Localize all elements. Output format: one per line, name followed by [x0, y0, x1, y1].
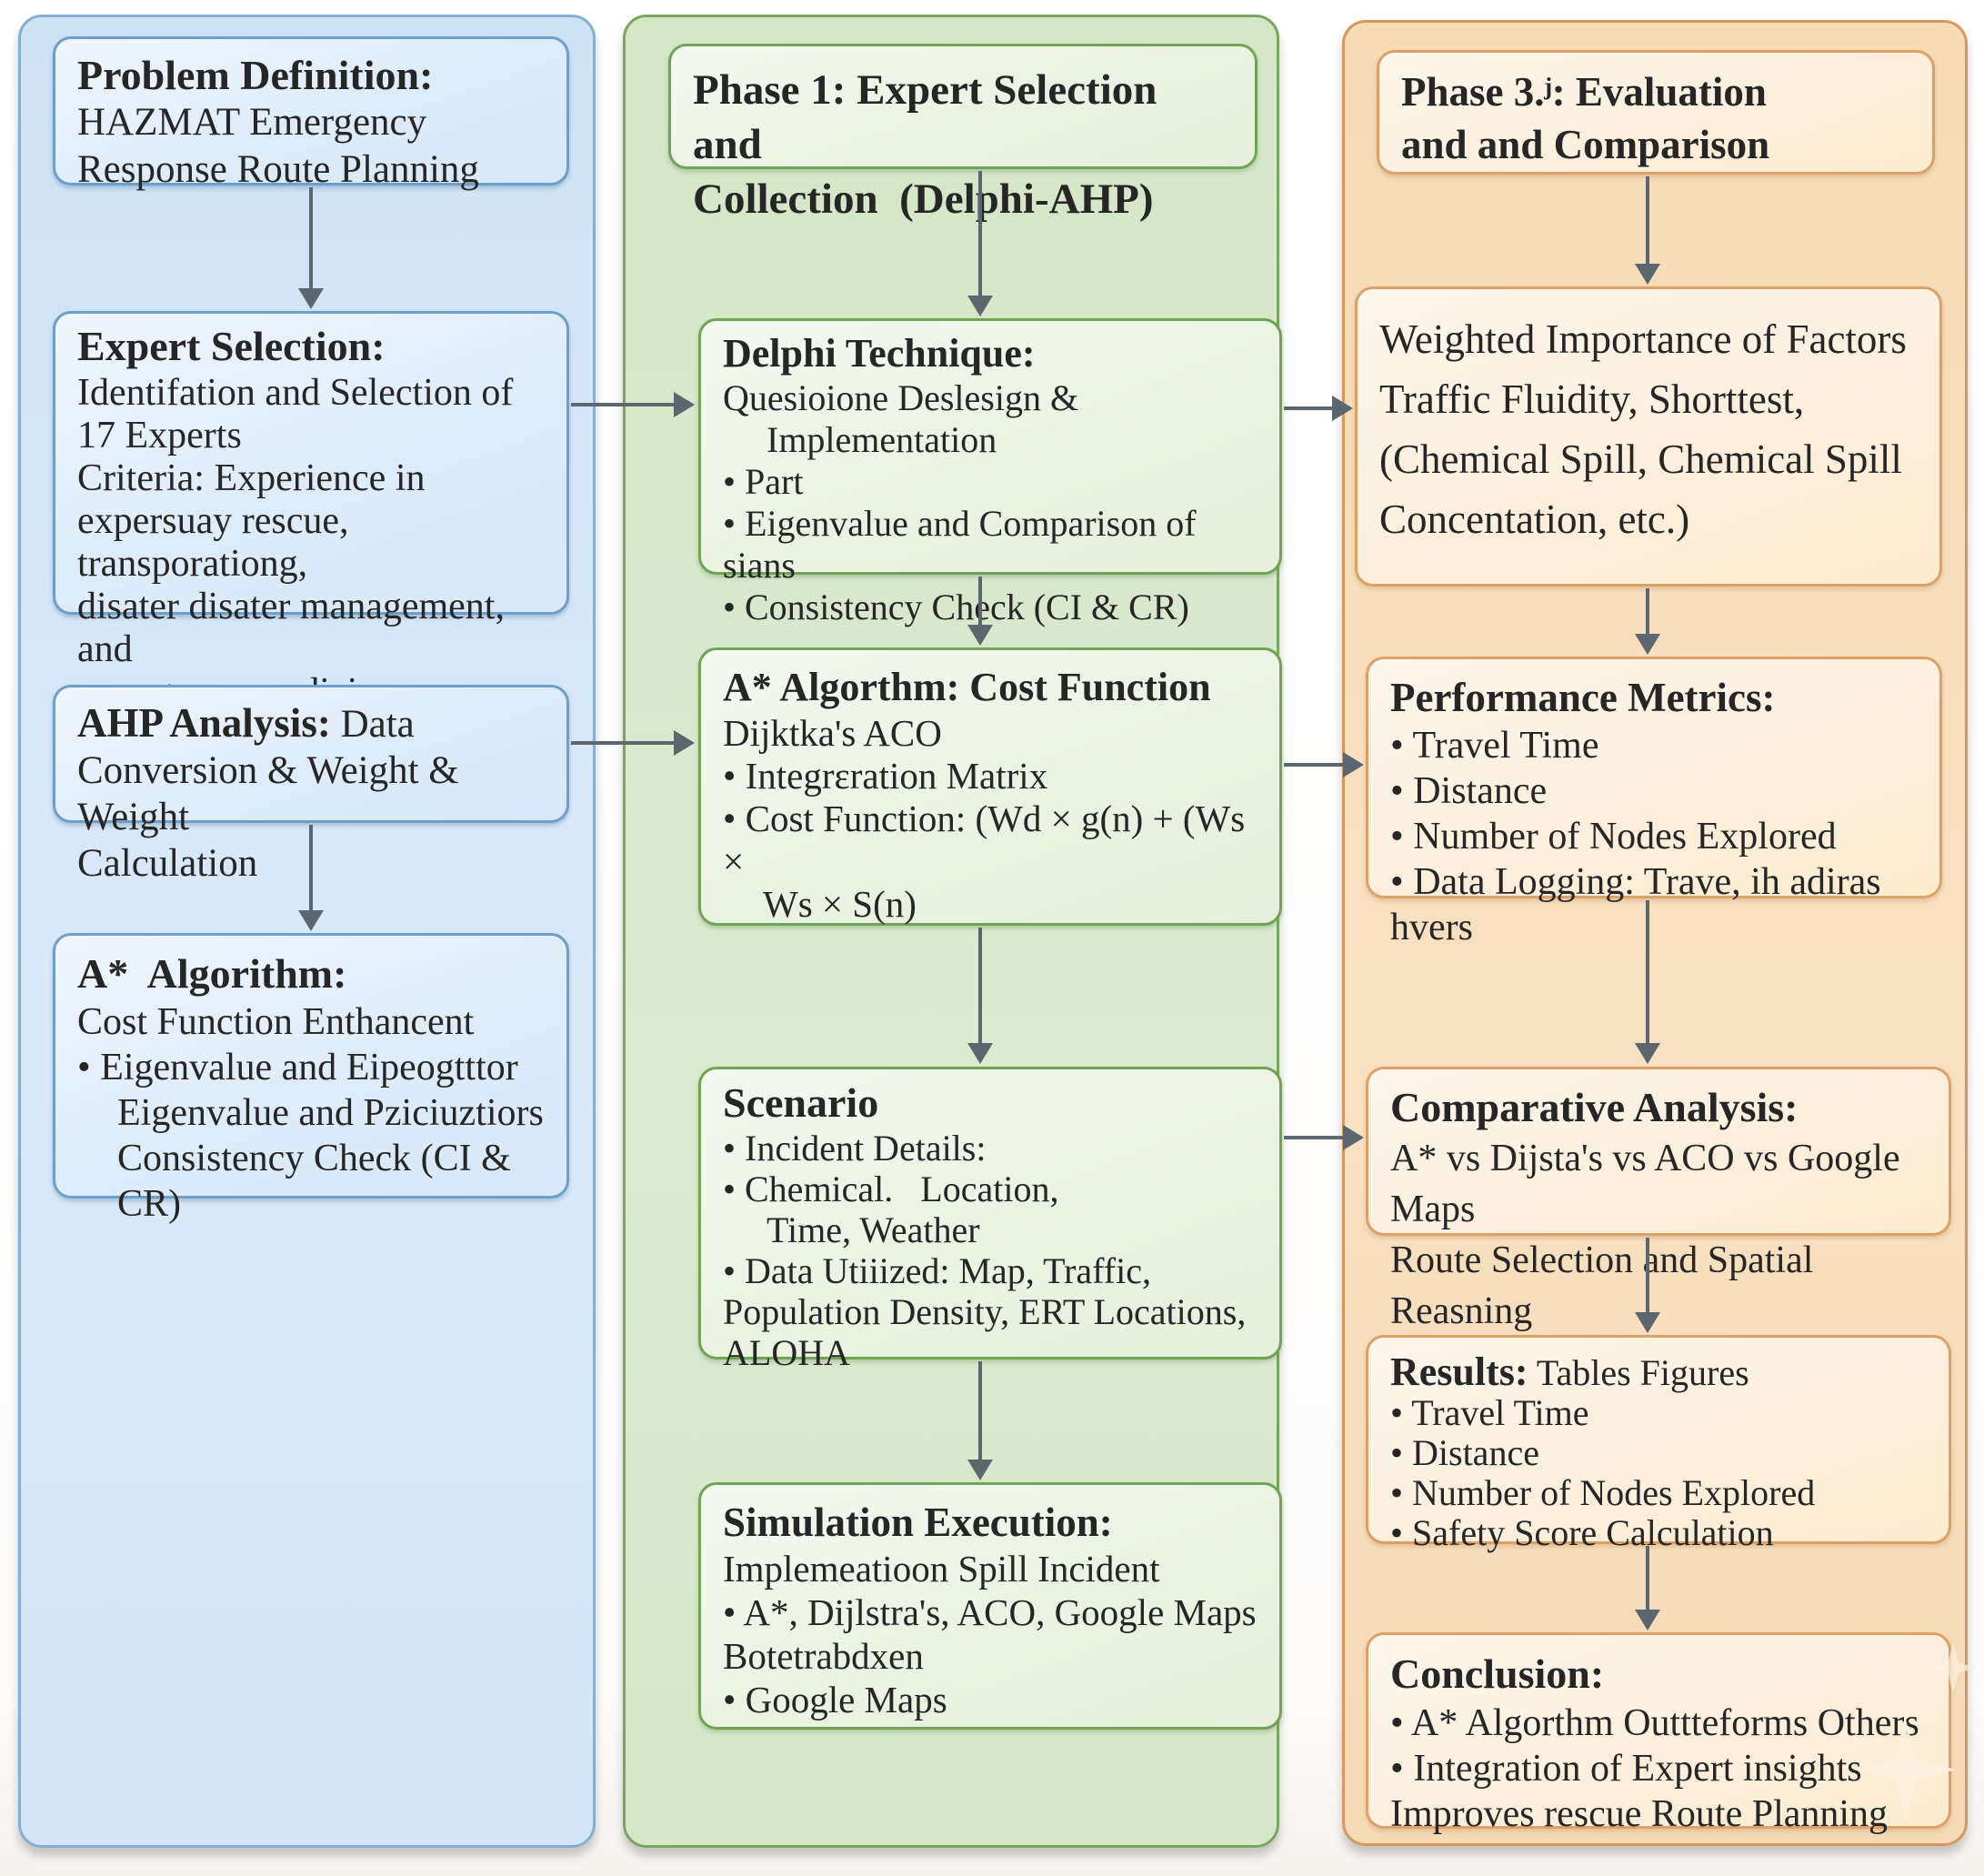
box-scenario: Scenario • Incident Details: • Chemical.… — [698, 1067, 1282, 1373]
text-line: Identifation and Selection of — [77, 372, 514, 414]
box-performance-metrics: Performance Metrics: • Travel Time • Dis… — [1366, 657, 1942, 948]
text-line: Conversion & Weight & Weight — [77, 749, 459, 838]
box-astar-algorithm-enhancement: A* Algorithm: Cost Function Enthancent •… — [53, 933, 569, 1225]
arrow-weighted-to-performance — [1634, 588, 1661, 655]
box-phase1-header: Phase 1: Expert Selection and Collection… — [668, 44, 1258, 223]
text-line: AHP Analysis: Data — [77, 700, 415, 746]
box-title: Results: — [1390, 1349, 1528, 1394]
box-astar-cost-function: A* Algorthm: Cost Function Dijktka's ACO… — [698, 647, 1282, 926]
arrow-results-to-conclusion — [1634, 1546, 1661, 1630]
text-line: Collection (Delphi-AHP) — [693, 176, 1154, 223]
text-line: Calculation — [77, 842, 258, 885]
arrow-phase3-to-weighted — [1634, 176, 1661, 285]
text-line: Route Selection and Spatial Reasning — [1390, 1239, 1814, 1332]
box-weighted-importance: Weighted Importance of Factors Traffic F… — [1355, 286, 1942, 587]
bullet-line: • A* Algorthm Outtteforms Others — [1390, 1702, 1919, 1744]
text-line: disater disater management, and — [77, 586, 505, 670]
bullet-line: • Integration of Expert insights — [1390, 1748, 1862, 1790]
box-title: Expert Selection: — [77, 323, 386, 369]
arrow-scenario-to-comparative — [1284, 1124, 1364, 1151]
text-line: Phase 1: Expert Selection and — [693, 66, 1157, 168]
text-line: Population Density, ERT Locations, — [723, 1291, 1247, 1332]
box-title: Performance Metrics: — [1390, 675, 1776, 720]
box-title: A* Algorthm: Cost Function — [723, 665, 1211, 709]
box-results: Results: Tables Figures • Travel Time • … — [1366, 1335, 1951, 1553]
bullet-line: • Consistency Check (CI & CR) — [723, 587, 1189, 627]
box-comparative-analysis: Comparative Analysis: A* vs Dijsta's vs … — [1366, 1067, 1951, 1332]
box-delphi-technique: Delphi Technique: Quesioione Deslesign &… — [698, 318, 1282, 627]
text-line: and and Comparison — [1401, 122, 1770, 167]
text-line: Response Route Planning — [77, 148, 479, 191]
bullet-line: • Google Maps — [723, 1679, 947, 1721]
text-line: A* vs Dijsta's vs ACO vs Google Maps — [1390, 1138, 1900, 1230]
box-title: Comparative Analysis: — [1390, 1084, 1799, 1130]
text-line: Consistency Check (CI & CR) — [117, 1138, 511, 1225]
box-title: AHP Analysis: — [77, 700, 331, 746]
text-line: Implementation — [767, 419, 997, 460]
arrow-astar-to-scenario — [967, 928, 994, 1064]
bullet-line: • Data Logging: Trave, ih adiras hvers — [1390, 861, 1881, 948]
text-line: ALOHA — [723, 1332, 850, 1373]
box-simulation-execution: Simulation Execution: Implemeatioon Spil… — [698, 1482, 1282, 1730]
arrow-delphi-to-astar — [967, 577, 994, 646]
arrow-performance-to-comparative — [1634, 900, 1661, 1064]
arrow-ahp-to-astar — [297, 825, 325, 931]
bullet-line: • Incident Details: — [723, 1128, 987, 1169]
bullet-line: • Integrɛration Matrix — [723, 755, 1048, 797]
text-line: Time, Weather — [767, 1209, 980, 1250]
text-line: Traffic Fluidity, Shorttest, — [1379, 376, 1805, 422]
arrow-problem-to-expert — [297, 187, 325, 309]
box-conclusion: Conclusion: • A* Algorthm Outtteforms Ot… — [1366, 1632, 1951, 1835]
arrow-ahp-to-astar-green — [571, 729, 695, 757]
bullet-line: • Eigenvalue and Comparison of sians — [723, 503, 1197, 586]
text-line: Cost Function Enthancent — [77, 1001, 475, 1043]
box-title: A* Algorithm: — [77, 950, 347, 997]
box-title: Scenario — [723, 1079, 879, 1126]
arrow-scenario-to-simulation — [967, 1361, 994, 1480]
bullet-line: • Travel Time — [1390, 725, 1599, 767]
arrow-comparative-to-results — [1634, 1238, 1661, 1333]
bullet-line: • Chemical. Location, — [723, 1169, 1059, 1209]
box-title: Delphi Technique: — [723, 331, 1036, 376]
bullet-line: • A*, Dijlstra's, ACO, Google Maps — [723, 1591, 1257, 1633]
text-line: Ws × S(n) — [763, 883, 917, 925]
text-line: Botetrabdxen — [723, 1635, 924, 1677]
text-line: Weighted Importance of Factors — [1379, 316, 1907, 362]
box-title: Conclusion: — [1390, 1650, 1605, 1697]
bullet-line: • Part — [723, 461, 804, 502]
bullet-line: • Number of Nodes Explored — [1390, 1472, 1816, 1513]
bullet-line: • Travel Time — [1390, 1392, 1589, 1433]
bullet-line: • Eigenvalue and Eipeogtttor — [77, 1047, 518, 1088]
text-line: Phase 3.ʲ: Evaluation — [1401, 69, 1767, 115]
bullet-line: • Safety Score Calculation — [1390, 1512, 1774, 1553]
box-phase3-header: Phase 3.ʲ: Evaluation and and Comparison — [1377, 50, 1935, 175]
bullet-line: • Number of Nodes Explored — [1390, 816, 1837, 858]
bullet-line: • Distance — [1390, 770, 1548, 812]
text-line: 17 Experts — [77, 415, 242, 456]
text-line: Dijktka's ACO — [723, 712, 942, 754]
box-title: Simulation Execution: — [723, 1500, 1113, 1545]
text-line: Concentation, etc.) — [1379, 497, 1690, 542]
text-line: Results: Tables Figures — [1390, 1349, 1749, 1394]
arrow-delphi-to-weighted — [1284, 395, 1353, 422]
bullet-line: • Distance — [1390, 1432, 1539, 1473]
text-line: Quesioione Deslesign & — [723, 377, 1079, 418]
arrow-phase1-to-delphi — [967, 171, 994, 316]
text-line: HAZMAT Emergency — [77, 101, 427, 144]
text-line: (Chemical Spill, Chemical Spill — [1379, 436, 1902, 482]
arrow-expert-to-delphi — [571, 391, 695, 418]
box-expert-selection: Expert Selection: Identifation and Selec… — [53, 311, 569, 713]
box-ahp-analysis: AHP Analysis: Data Conversion & Weight &… — [53, 685, 569, 885]
arrow-astar-green-to-performance — [1284, 751, 1364, 778]
text-line: Implemeatioon Spill Incident — [723, 1548, 1160, 1590]
text-line: Improves rescue Route Planning — [1390, 1793, 1889, 1835]
text-line: Eigenvalue and Pziciuztiors — [117, 1092, 544, 1134]
box-problem-definition: Problem Definition: HAZMAT Emergency Res… — [53, 36, 569, 191]
text-line: Criteria: Experience in — [77, 457, 426, 499]
box-title: Problem Definition: — [77, 52, 434, 98]
bullet-line: • Cost Function: (Wd × g(n) + (Ws × — [723, 798, 1246, 882]
text-line: expersuay rescue, transporationg, — [77, 500, 349, 585]
bullet-line: • Data Utiiized: Map, Traffic, — [723, 1250, 1151, 1291]
